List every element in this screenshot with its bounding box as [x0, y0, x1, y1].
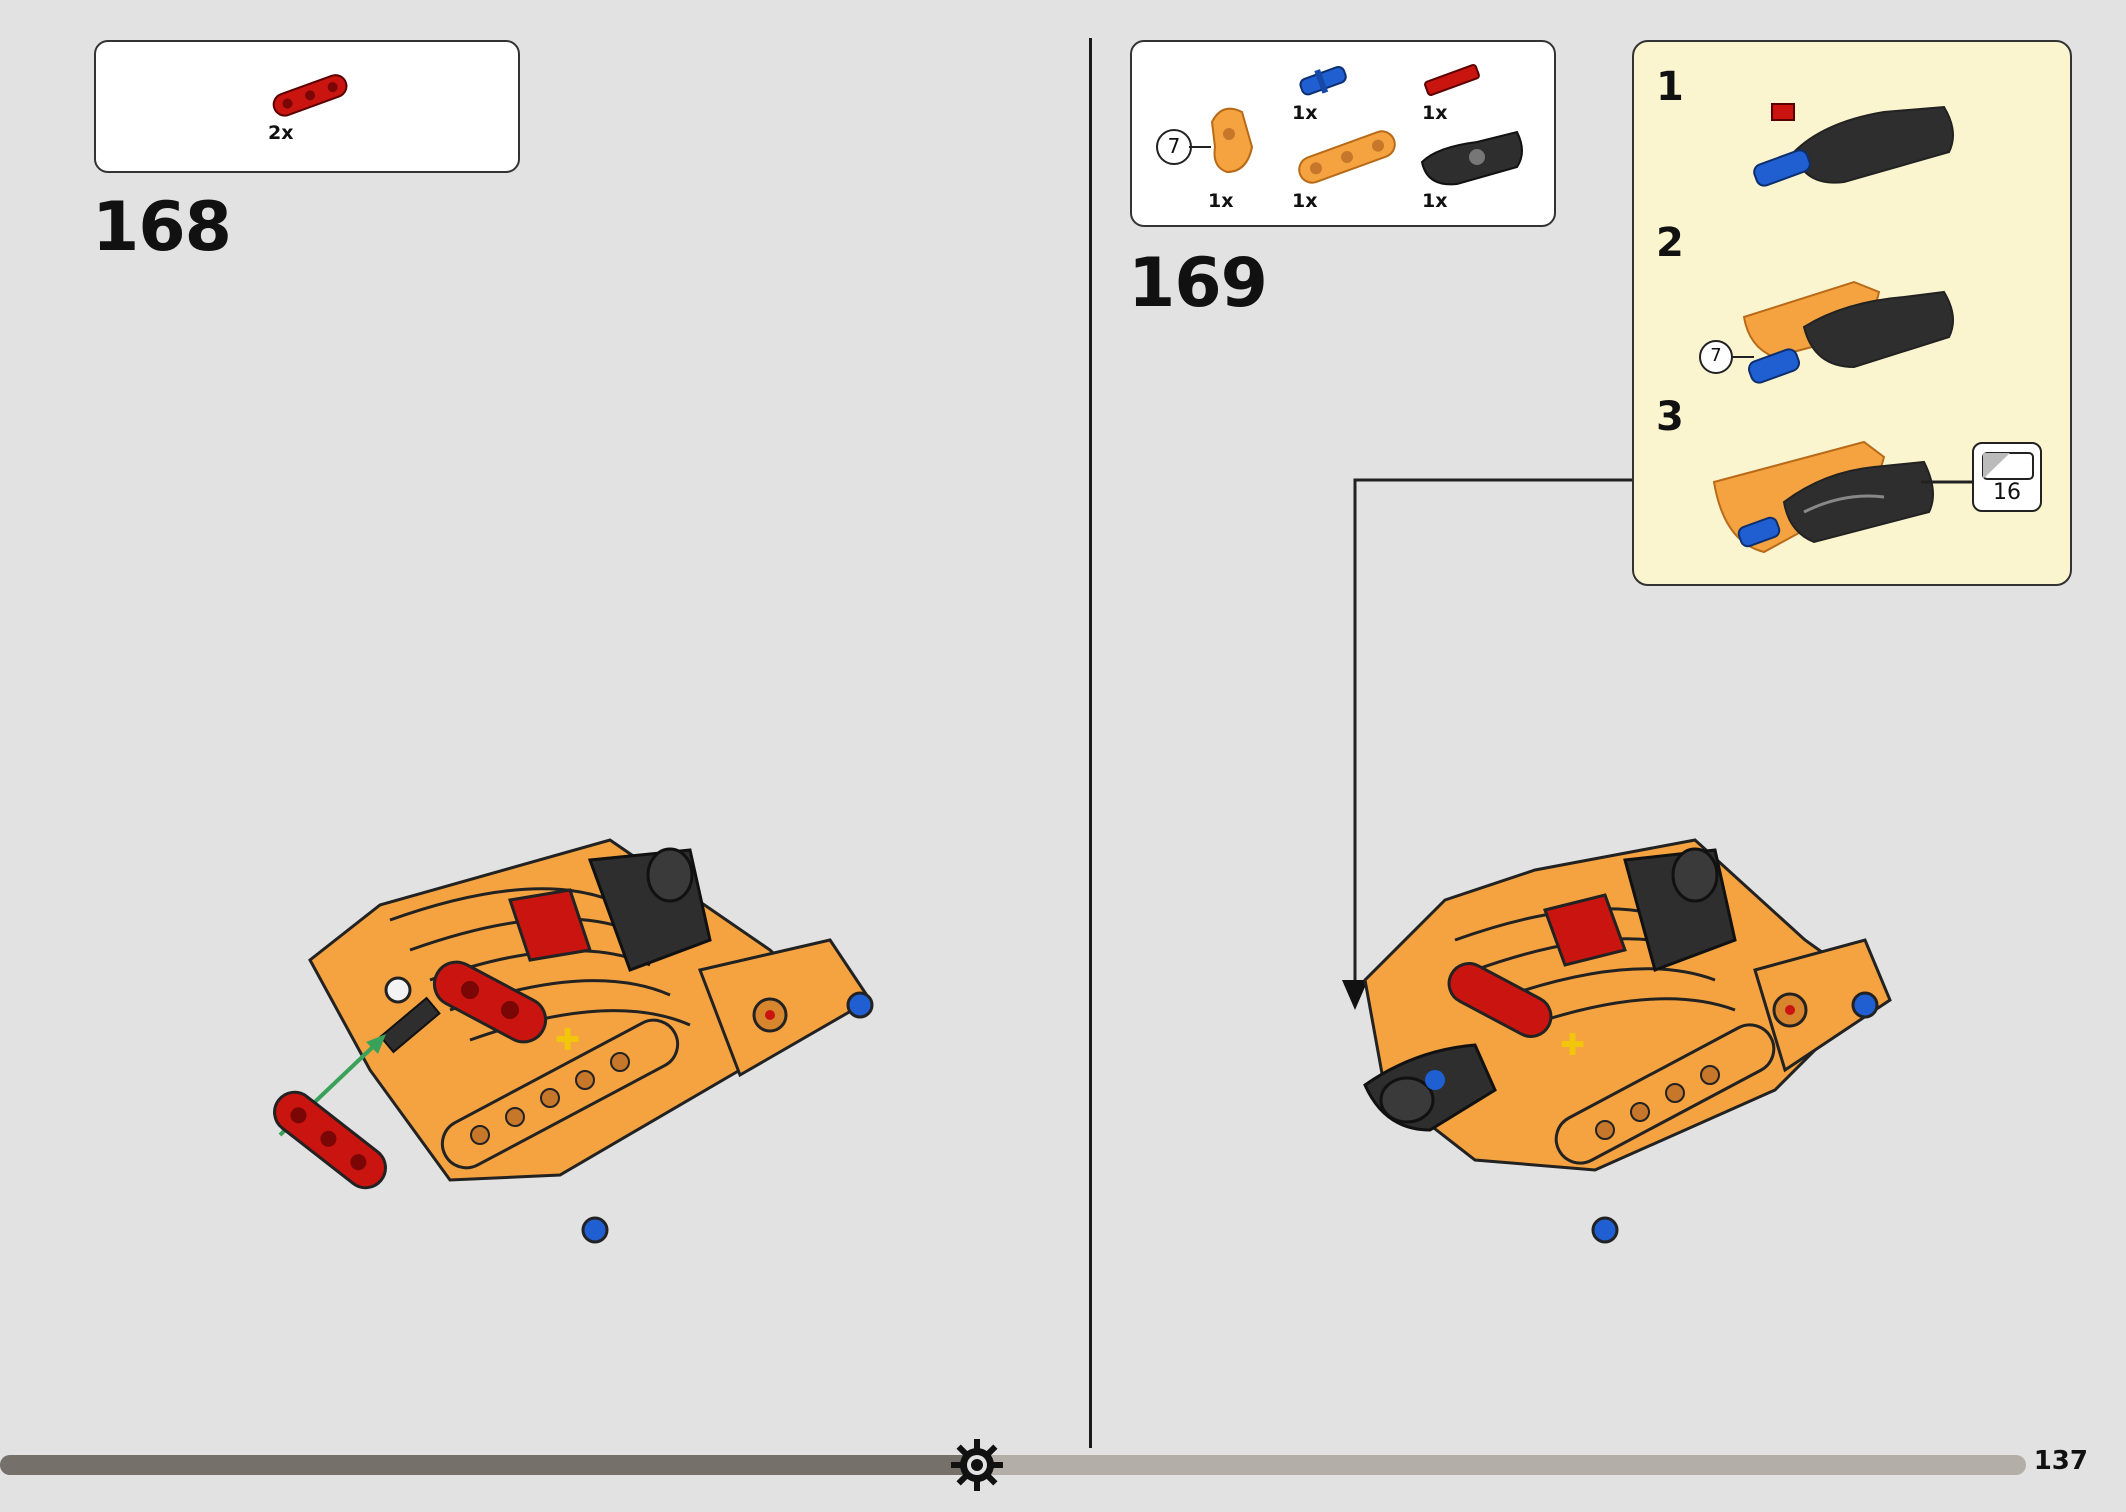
parts-list-169: 7 1x 1x 1x 1x 1x — [1130, 40, 1556, 227]
callout-number: 7 — [1710, 345, 1722, 366]
black-curved-panel-icon — [1420, 130, 1523, 186]
substep-1-illustration — [1753, 103, 1954, 187]
part-quantity: 1x — [1292, 190, 1318, 212]
step-169-model-illustration: ✚ — [1363, 838, 1892, 1244]
part-quantity: 1x — [1208, 190, 1234, 212]
part-quantity: 1x — [1422, 102, 1448, 124]
part-quantity: 1x — [1422, 190, 1448, 212]
svg-text:✚: ✚ — [1560, 1028, 1585, 1063]
substep-number: 1 — [1656, 64, 1684, 110]
sticker-badge: 16 — [1972, 442, 2042, 512]
sticker-number: 16 — [1993, 480, 2021, 505]
callout-number: 7 — [1167, 134, 1181, 158]
red-beam-insertion-icon — [273, 1034, 387, 1190]
step-number-169: 169 — [1128, 244, 1268, 323]
substep-number: 2 — [1656, 220, 1684, 266]
orange-angle-connector-icon — [1189, 107, 1254, 174]
part-quantity: 2x — [268, 122, 294, 144]
orange-beam-icon — [1298, 130, 1396, 184]
parts-list-168: 2x — [94, 40, 520, 173]
step-number-168: 168 — [92, 188, 232, 267]
substep-connector-arrow — [1342, 478, 1632, 1010]
substeps-panel: 1 2 7 3 16 — [1632, 40, 2072, 586]
gear-icon — [951, 1439, 1003, 1491]
page-divider — [1089, 38, 1092, 1448]
part-quantity: 1x — [1292, 102, 1318, 124]
blue-axle-pin-icon — [1299, 65, 1347, 96]
progress-bar — [0, 1455, 2026, 1475]
progress-fill — [0, 1455, 975, 1475]
page-number: 137 — [2033, 1446, 2088, 1476]
substep-3-illustration — [1712, 440, 1934, 554]
red-axle-icon — [1424, 64, 1480, 96]
step-168-model-illustration: ✚ — [308, 838, 874, 1244]
red-beam-part-icon — [272, 74, 348, 117]
svg-text:✚: ✚ — [555, 1023, 580, 1058]
sticker-icon — [1982, 452, 2034, 480]
substep-number: 3 — [1656, 394, 1684, 440]
substep-2-illustration — [1699, 280, 1954, 384]
